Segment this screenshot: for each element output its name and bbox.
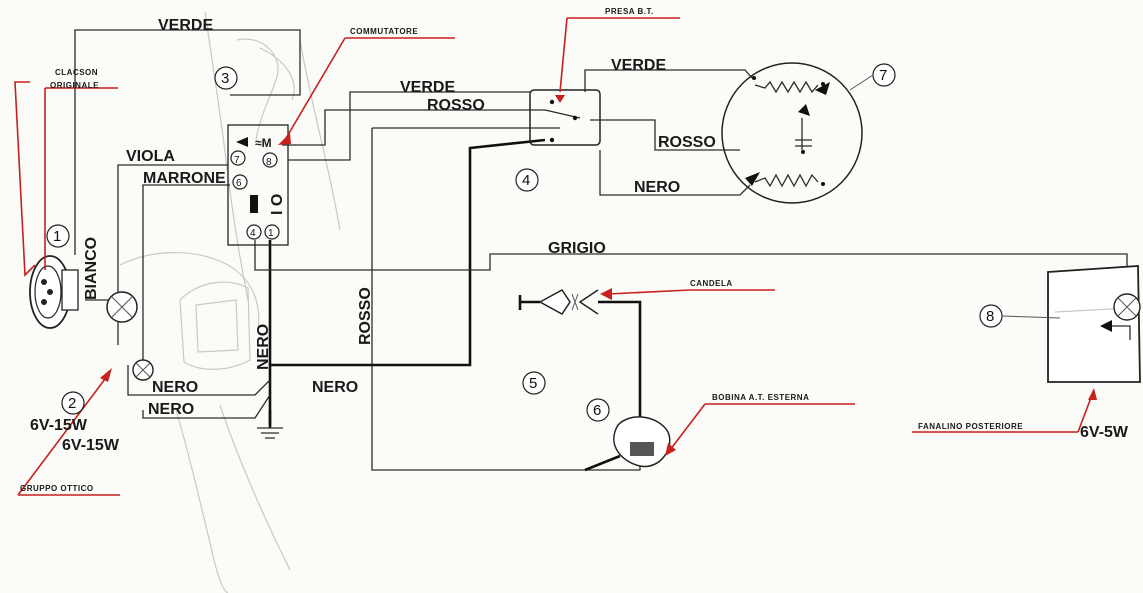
label-rosso-mid: ROSSO	[427, 97, 485, 114]
number-3: 3	[221, 70, 229, 87]
number-6: 6	[593, 402, 601, 419]
number-5: 5	[529, 375, 537, 392]
rating-headlamp: 6V-15W	[30, 417, 88, 434]
label-candela: CANDELA	[690, 279, 733, 288]
tail-light-icon	[1047, 265, 1141, 383]
number-4: 4	[522, 172, 530, 189]
number-2: 2	[68, 395, 76, 412]
number-8: 8	[986, 308, 994, 325]
rating-tail: 6V-5W	[1080, 424, 1129, 441]
rating-secondary: 6V-15W	[62, 437, 120, 454]
label-nero-c: NERO	[148, 401, 194, 418]
label-presa: PRESA B.T.	[605, 7, 654, 16]
label-viola: VIOLA	[126, 148, 175, 165]
label-nero-vertical: NERO	[255, 324, 272, 370]
label-marrone: MARRONE	[143, 170, 226, 187]
switch-mark-1: 1	[268, 228, 274, 239]
label-rosso-right: ROSSO	[658, 134, 716, 151]
scooter-outline	[119, 11, 341, 593]
label-nero-b: NERO	[152, 379, 198, 396]
ignition-coil-icon	[584, 416, 671, 472]
component-labels: CLACSON ORIGINALE COMMUTATORE PRESA B.T.…	[20, 7, 1023, 493]
label-clacson: CLACSON	[55, 68, 98, 77]
label-verde-right: VERDE	[611, 57, 666, 74]
magneto	[721, 62, 863, 204]
label-nero-a: NERO	[312, 379, 358, 396]
label-gruppo: GRUPPO OTTICO	[20, 484, 94, 493]
ratings: 6V-15W 6V-15W 6V-5W	[30, 417, 1129, 454]
label-verde-mid: VERDE	[400, 79, 455, 96]
label-originale: ORIGINALE	[50, 81, 99, 90]
switch-mark-8: 8	[266, 157, 272, 168]
label-bianco: BIANCO	[83, 237, 100, 300]
horn-icon	[29, 255, 79, 329]
number-1: 1	[53, 228, 61, 245]
wires	[74, 29, 1128, 471]
switch-box: 7 8 6 4 1 I O ≈M	[227, 124, 289, 246]
switch-arrow-icon	[236, 137, 248, 147]
spark-plug-icon	[538, 289, 599, 315]
label-rosso-vertical: ROSSO	[357, 287, 374, 345]
label-nero-right: NERO	[634, 179, 680, 196]
switch-io-label: I O	[269, 194, 286, 215]
headlamp-icon	[106, 291, 154, 381]
label-fanalino: FANALINO POSTERIORE	[918, 422, 1023, 431]
label-verde-top: VERDE	[158, 17, 213, 34]
switch-symbol-label: ≈M	[255, 136, 272, 150]
switch-mark-4: 4	[250, 228, 256, 239]
presa-box	[529, 89, 601, 146]
switch-mark-7: 7	[234, 155, 240, 166]
label-commutatore: COMMUTATORE	[350, 27, 418, 36]
switch-contact-icon	[250, 195, 258, 213]
number-7: 7	[879, 67, 887, 84]
label-grigio: GRIGIO	[548, 240, 606, 257]
red-leaders	[14, 17, 1097, 496]
label-bobina: BOBINA A.T. ESTERNA	[712, 393, 809, 402]
switch-mark-6: 6	[236, 178, 242, 189]
wire-labels: VERDE VERDE VERDE ROSSO ROSSO ROSSO VIOL…	[83, 17, 716, 418]
component-numbers: 1 2 3 4 5 6 7 8	[46, 63, 1061, 422]
